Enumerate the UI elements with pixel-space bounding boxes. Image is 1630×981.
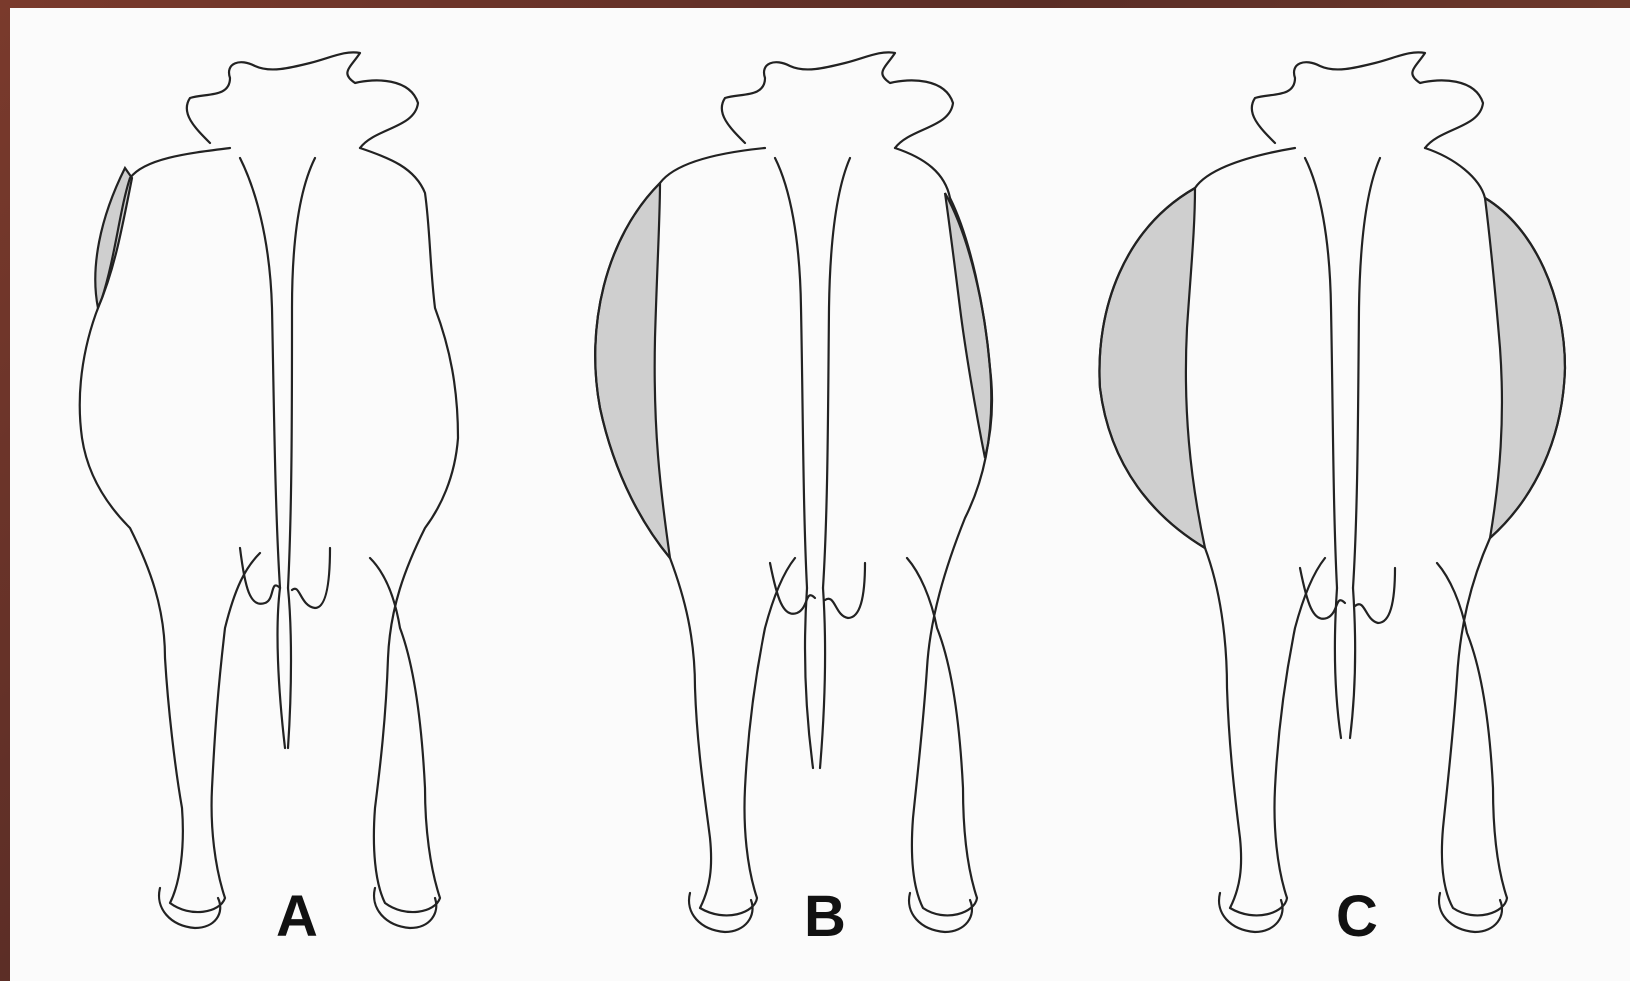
- cow-figure-a: [30, 8, 570, 981]
- cow-rear-view-b-icon: [565, 8, 1105, 981]
- cow-rear-view-a-icon: [30, 8, 570, 981]
- fat-region-left: [1099, 188, 1205, 548]
- cow-figure-c: [1095, 8, 1630, 981]
- fat-region-right: [1485, 198, 1565, 538]
- figure-label-b: B: [785, 888, 865, 946]
- figure-label-a: A: [257, 888, 337, 946]
- cow-rear-view-c-icon: [1095, 8, 1630, 981]
- figure-label-c: C: [1317, 888, 1397, 946]
- diagram-panel: A B C: [10, 8, 1630, 981]
- cow-figure-b: [565, 8, 1105, 981]
